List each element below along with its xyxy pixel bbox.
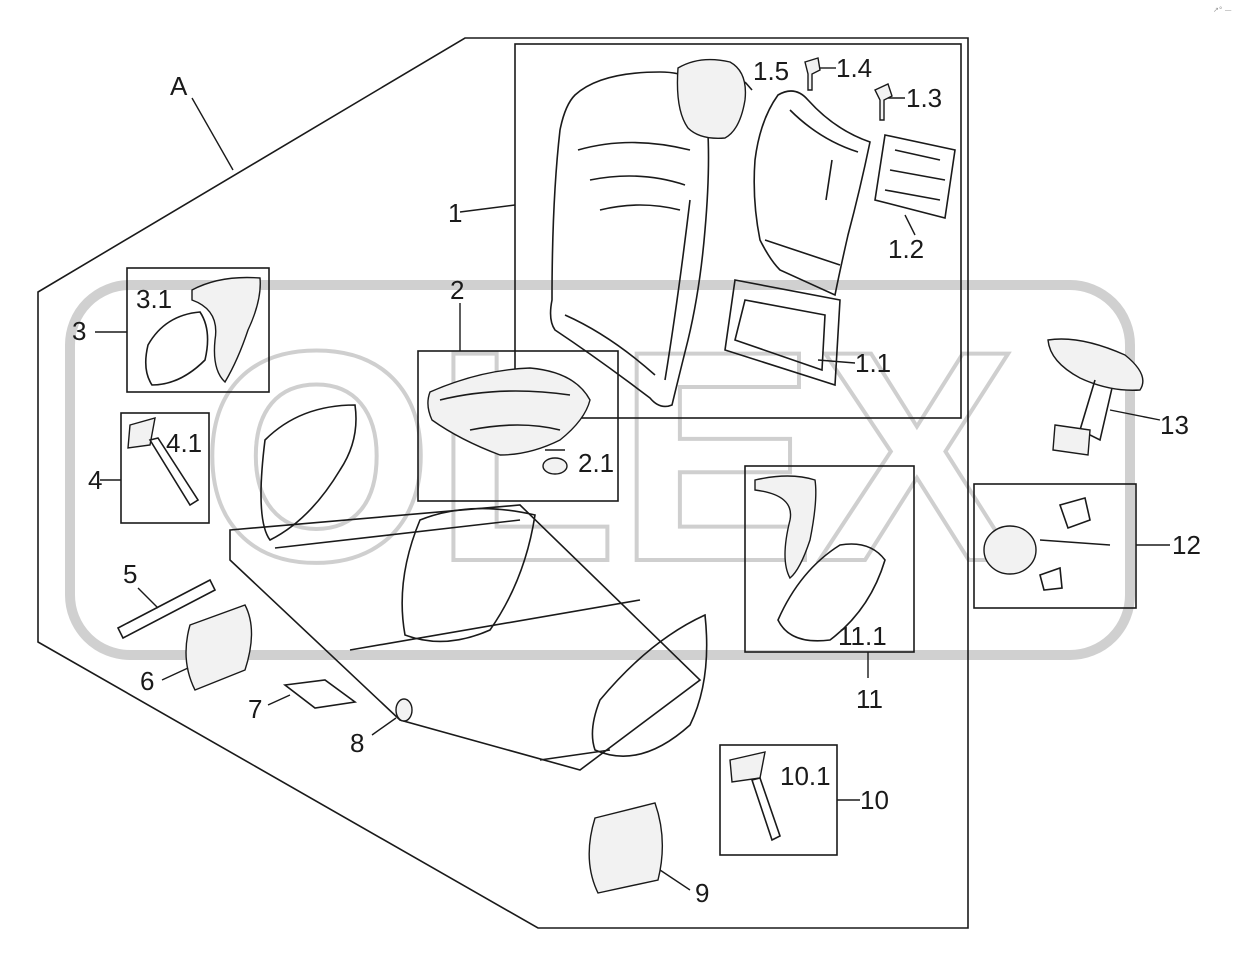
- cushion-group-box: [417, 350, 619, 502]
- group-12-box: [973, 483, 1137, 609]
- gas-spring-5: [116, 578, 217, 640]
- bracket-7: [282, 679, 358, 709]
- label-9: 9: [695, 878, 709, 908]
- seatbelt-buckle-13: [1047, 338, 1144, 456]
- label-10-1: 10.1: [780, 761, 831, 791]
- label-3: 3: [72, 316, 86, 346]
- bolt-8: [395, 698, 413, 722]
- label-4: 4: [88, 465, 102, 495]
- side-cover-6: [185, 604, 253, 691]
- lumbar-support: [724, 279, 841, 387]
- assembly-outline: [37, 37, 969, 929]
- lever-4: [127, 417, 200, 507]
- label-2: 2: [450, 275, 464, 305]
- label-5: 5: [123, 559, 137, 589]
- cushion-clip: [542, 449, 568, 475]
- label-13: 13: [1160, 410, 1189, 440]
- seat-frame: [229, 404, 708, 771]
- headrest: [676, 58, 753, 139]
- back-net-pocket: [874, 134, 956, 219]
- side-cover-9: [588, 802, 664, 894]
- corner-mark: ↗° —: [1213, 6, 1232, 14]
- label-1-2: 1.2: [888, 234, 924, 264]
- label-11: 11: [856, 684, 883, 714]
- label-1-3: 1.3: [906, 83, 942, 113]
- label-6: 6: [140, 666, 154, 696]
- label-1-4: 1.4: [836, 53, 872, 83]
- label-11-1: 11.1: [838, 621, 887, 651]
- seatbelt-retractor: [983, 497, 1111, 591]
- label-10: 10: [860, 785, 889, 815]
- label-12: 12: [1172, 530, 1201, 560]
- headrest-guide-1-3: [874, 83, 893, 121]
- backrest-group-box: [514, 43, 962, 419]
- label-8: 8: [350, 728, 364, 758]
- label-7: 7: [248, 694, 262, 724]
- assembly-label: A: [170, 71, 188, 101]
- label-1-5: 1.5: [753, 56, 789, 86]
- group-11-box: [744, 465, 915, 653]
- side-trim-11: [754, 475, 886, 642]
- label-2-1: 2.1: [578, 448, 614, 478]
- group-4-box: [120, 412, 210, 524]
- watermark-text: OLEX: [200, 288, 1018, 624]
- assembly-leader: [191, 97, 234, 171]
- label-1-1: 1.1: [855, 348, 891, 378]
- backrest-frame: [753, 90, 871, 297]
- headrest-guide-1-4: [804, 57, 821, 91]
- watermark: OLEX: [65, 280, 1135, 660]
- lever-10: [729, 751, 781, 842]
- side-trim-3: [144, 276, 261, 386]
- seat-cushion: [427, 367, 591, 456]
- label-1: 1: [448, 198, 462, 228]
- group-3-box: [126, 267, 270, 393]
- label-3-1: 3.1: [136, 284, 172, 314]
- label-4-1: 4.1: [166, 428, 202, 458]
